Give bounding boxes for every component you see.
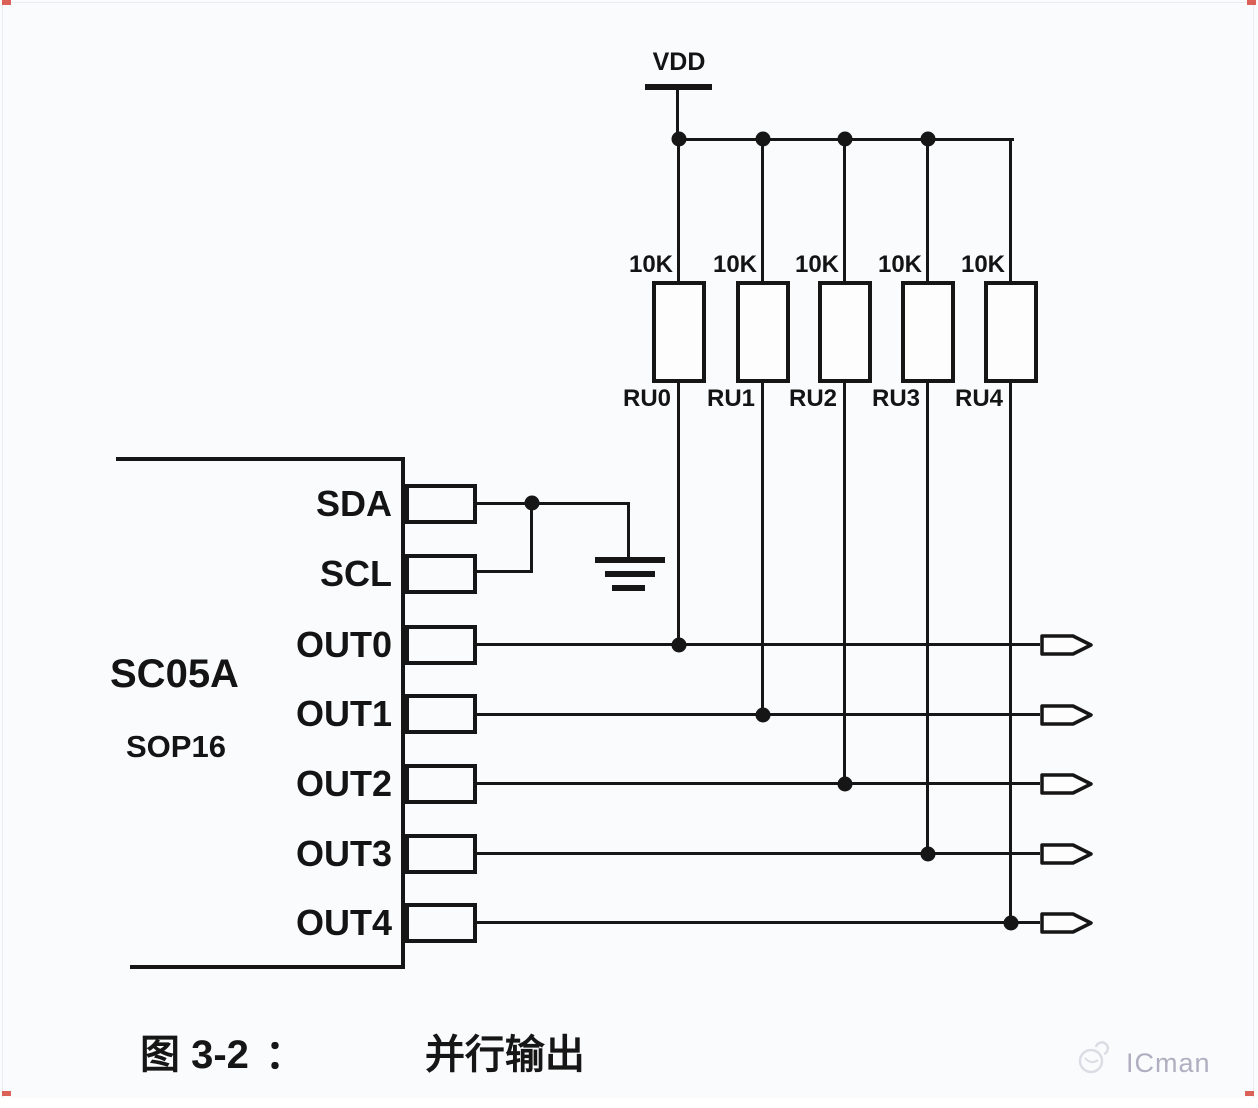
output-arrow-out2 — [1040, 773, 1094, 795]
chip-bottom-edge — [130, 965, 405, 969]
pin-label-out1: OUT1 — [295, 693, 392, 734]
resistor-body-ru2 — [818, 281, 872, 383]
wire-ru3-bottom — [926, 380, 929, 855]
junction-dot — [755, 707, 771, 723]
wire-ru2-top — [843, 140, 846, 283]
resistor-value: 10K — [712, 251, 757, 278]
output-arrow-out0 — [1040, 634, 1094, 656]
resistor-body-ru3 — [901, 281, 955, 383]
ground-bar-2 — [605, 571, 655, 577]
figure-caption: 图 3-2 ： 并行输出 — [140, 1022, 585, 1080]
resistor-value: 10K — [877, 251, 922, 278]
pin-box-out3 — [405, 834, 477, 874]
chip-part-number: SC05A — [110, 652, 239, 696]
resistor-name: RU2 — [788, 385, 837, 412]
red-corner-mark-top-left — [2, 0, 11, 5]
junction-dot — [671, 637, 687, 653]
ground-bar-3 — [612, 585, 645, 591]
chip-package: SOP16 — [126, 729, 226, 764]
wire-out0 — [477, 643, 1040, 646]
pin-label-sda: SDA — [315, 483, 392, 524]
resistor-value: 10K — [628, 251, 673, 278]
vdd-label: VDD — [652, 48, 706, 76]
pin-box-out1 — [405, 694, 477, 734]
wire-out2 — [477, 782, 1040, 785]
output-arrow-out3 — [1040, 843, 1094, 865]
wire-to-ground — [627, 502, 630, 559]
chip-right-edge — [401, 457, 405, 969]
resistor-body-ru4 — [984, 281, 1038, 383]
wire-sda-scl-link — [530, 502, 533, 573]
pin-label-out2: OUT2 — [295, 763, 392, 804]
figure-number: 图 3-2 — [140, 1033, 249, 1077]
pin-box-out4 — [405, 903, 477, 943]
vdd-bar — [645, 84, 712, 90]
wire-ru1-top — [761, 140, 764, 283]
wire-ru0-bottom — [677, 380, 680, 646]
junction-dot — [837, 131, 853, 147]
resistor-name: RU1 — [706, 385, 755, 412]
wire-sda — [477, 502, 630, 505]
pin-box-out2 — [405, 764, 477, 804]
pin-label-out0: OUT0 — [295, 624, 392, 665]
pin-box-scl — [405, 554, 477, 594]
wire-ru4-top — [1009, 138, 1012, 283]
red-corner-mark-top-right — [1247, 0, 1256, 5]
wire-scl — [477, 570, 533, 573]
wire-ru0-top — [677, 140, 680, 283]
watermark: ICman — [1072, 1038, 1211, 1083]
caption-separator: ： — [264, 1033, 305, 1077]
pin-box-sda — [405, 484, 477, 524]
junction-dot — [920, 846, 936, 862]
chip-top-edge — [116, 457, 405, 461]
junction-dot — [920, 131, 936, 147]
icman-logo-icon — [1072, 1038, 1112, 1083]
resistor-body-ru0 — [652, 281, 706, 383]
wire-out3 — [477, 852, 1040, 855]
red-corner-mark-bottom-left — [2, 1091, 11, 1096]
junction-dot — [755, 131, 771, 147]
bottom-strip — [0, 1098, 1258, 1108]
resistor-value: 10K — [960, 251, 1005, 278]
output-arrow-out4 — [1040, 912, 1094, 934]
resistor-name: RU0 — [622, 385, 671, 412]
resistor-name: RU4 — [954, 385, 1003, 412]
pin-label-out3: OUT3 — [295, 833, 392, 874]
pin-label-scl: SCL — [320, 553, 392, 594]
junction-dot — [671, 131, 687, 147]
resistor-name: RU3 — [871, 385, 920, 412]
wire-ru3-top — [926, 140, 929, 283]
wire-out4 — [477, 921, 1040, 924]
resistor-value: 10K — [794, 251, 839, 278]
pin-box-out0 — [405, 625, 477, 665]
pin-label-out4: OUT4 — [295, 902, 392, 943]
junction-dot — [1003, 915, 1019, 931]
wire-ru4-bottom — [1009, 380, 1012, 924]
wire-ru1-bottom — [761, 380, 764, 716]
caption-title: 并行输出 — [424, 1033, 585, 1077]
junction-dot — [837, 776, 853, 792]
red-corner-mark-bottom-right — [1245, 1091, 1254, 1096]
output-arrow-out1 — [1040, 704, 1094, 726]
watermark-brand: ICman — [1126, 1048, 1211, 1078]
ground-bar-1 — [595, 557, 665, 563]
resistor-body-ru1 — [736, 281, 790, 383]
wire-ru2-bottom — [843, 380, 846, 785]
vdd-stem — [676, 90, 679, 140]
